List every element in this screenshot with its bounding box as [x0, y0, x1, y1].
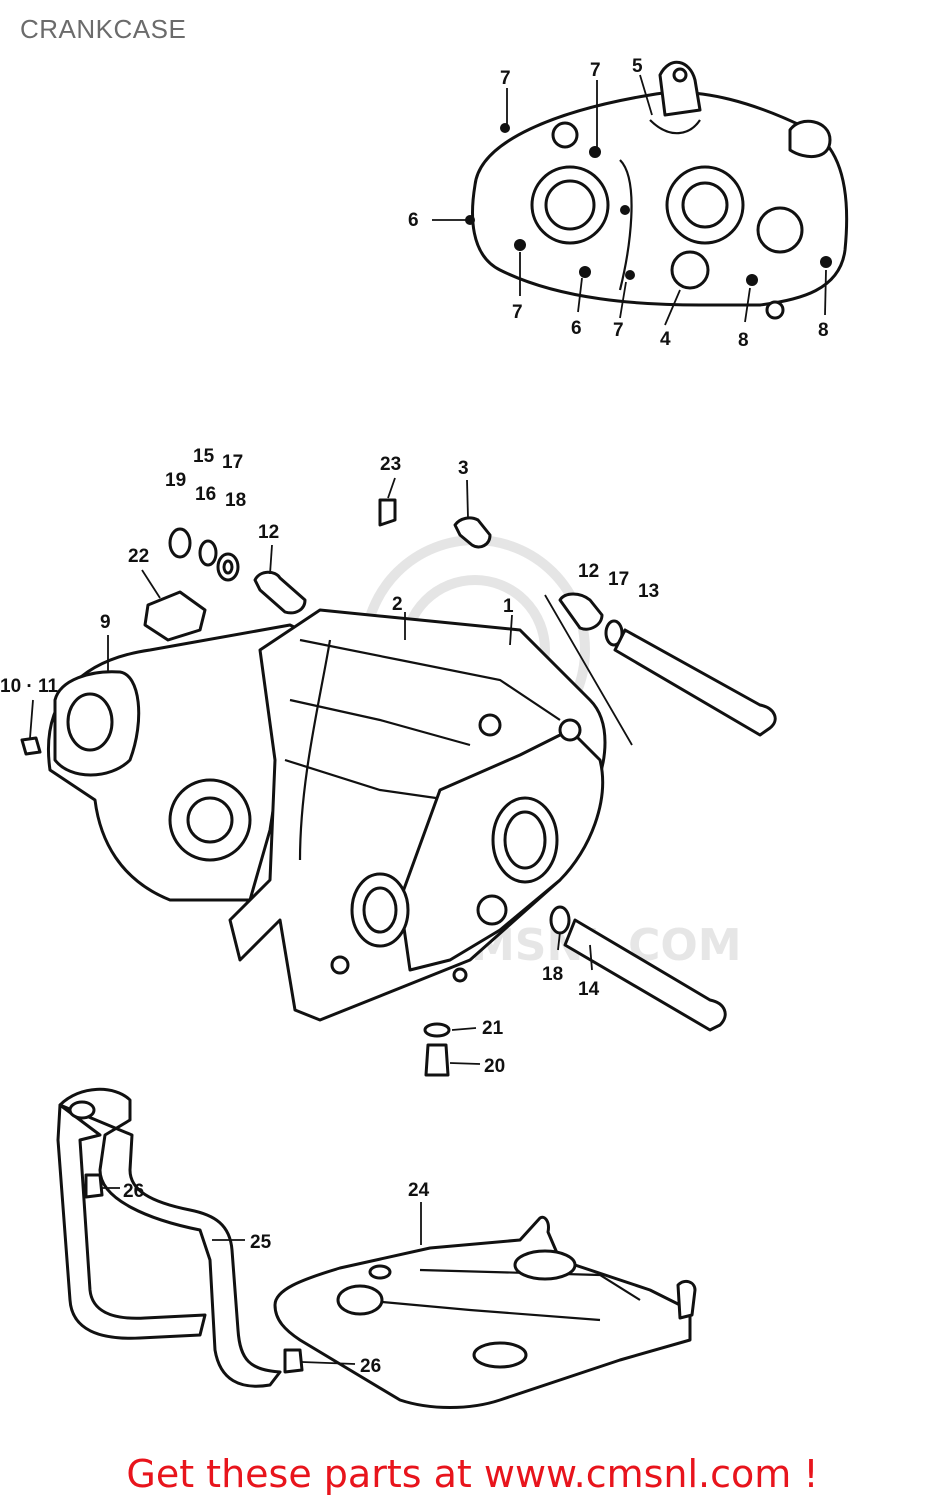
callout-5: 5 [632, 56, 643, 77]
callout-17: 17 [608, 569, 629, 590]
callout-3: 3 [458, 458, 469, 479]
callout-10-11: 10 · 11 [0, 676, 59, 697]
callout-20: 20 [484, 1056, 505, 1077]
callout-13: 13 [638, 581, 659, 602]
callout-19: 19 [165, 470, 186, 491]
callout-7: 7 [613, 320, 624, 341]
callout-12: 12 [578, 561, 599, 582]
callout-labels: 7 7 5 6 7 6 7 4 8 8 15 17 19 16 18 23 3 … [0, 56, 829, 1377]
engine-guard-assembly [56, 1087, 697, 1409]
callout-18: 18 [542, 964, 563, 985]
callout-7: 7 [512, 302, 523, 323]
callout-23: 23 [380, 454, 401, 475]
callout-14: 14 [578, 979, 600, 1000]
callout-21: 21 [482, 1018, 504, 1039]
callout-18: 18 [225, 490, 246, 511]
callout-15: 15 [193, 446, 215, 467]
callout-26: 26 [123, 1181, 144, 1202]
callout-8: 8 [818, 320, 829, 341]
callout-26: 26 [360, 1356, 381, 1377]
callout-9: 9 [100, 612, 111, 633]
callout-22: 22 [128, 546, 149, 567]
leader-lines-bottom [102, 1187, 422, 1365]
callout-6: 6 [408, 210, 419, 231]
callout-4: 4 [660, 329, 671, 350]
callout-6: 6 [571, 318, 582, 339]
callout-7: 7 [500, 68, 511, 89]
callout-25: 25 [250, 1232, 272, 1253]
callout-7: 7 [590, 60, 601, 81]
callout-12: 12 [258, 522, 279, 543]
callout-24: 24 [408, 1180, 430, 1201]
callout-8: 8 [738, 330, 749, 351]
leader-lines-middle [29, 477, 633, 1065]
callout-16: 16 [195, 484, 216, 505]
crankcase-half-interior [465, 61, 849, 320]
page-title: CRANKCASE [20, 14, 187, 44]
footer-cta-link[interactable]: Get these parts at www.cmsnl.com ! [126, 1452, 819, 1496]
hardware-parts [20, 498, 777, 1077]
crankcase-assembly [47, 608, 607, 1022]
callout-17: 17 [222, 452, 243, 473]
callout-1: 1 [503, 596, 514, 617]
leader-lines-top [432, 74, 827, 326]
callout-2: 2 [392, 594, 403, 615]
